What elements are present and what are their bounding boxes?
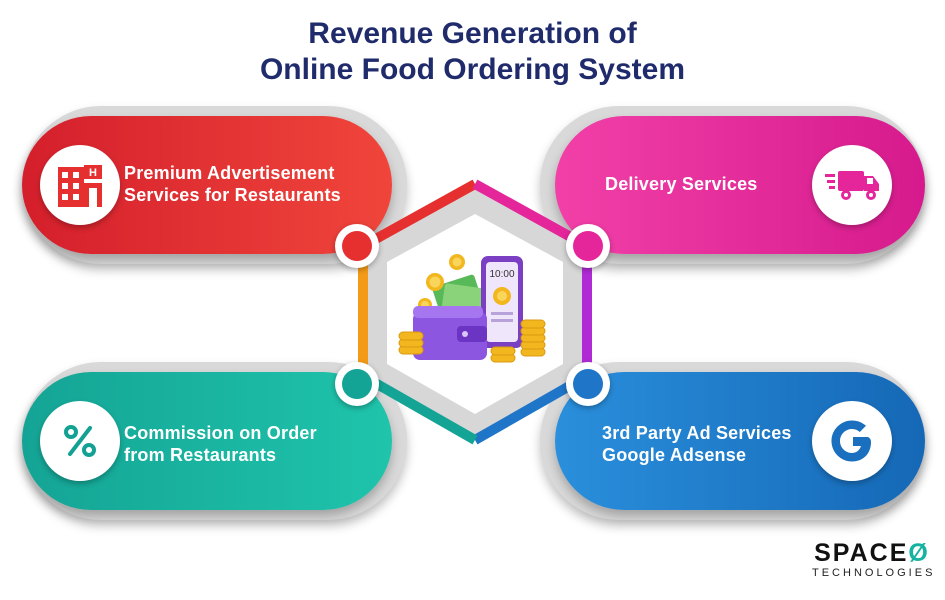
card-label-line-1: Premium Advertisement: [124, 163, 335, 183]
wallet-coins-phone-icon: 10:00: [398, 254, 546, 363]
card-label-line-2: Services for Restaurants: [124, 185, 341, 205]
connector-dot-blue: [566, 362, 610, 406]
hotel-building-icon: H: [40, 145, 120, 225]
card-label-line-1: Commission on Order: [124, 423, 317, 443]
brand-logo: SPACEØ TECHNOLOGIES: [812, 540, 932, 580]
connector-dot-pink: [566, 224, 610, 268]
phone-time: 10:00: [489, 269, 514, 280]
google-icon: [812, 401, 892, 481]
brand-name: SPACEØ: [814, 539, 930, 567]
card-label-line-2: Google Adsense: [602, 445, 747, 465]
delivery-truck-icon: [812, 145, 892, 225]
connector-dot-red: [335, 224, 379, 268]
percent-icon: [40, 401, 120, 481]
card-label-line-1: 3rd Party Ad Services: [602, 423, 792, 443]
title-line-2: Online Food Ordering System: [259, 53, 686, 86]
svg-text:H: H: [89, 167, 97, 179]
title-line-1: Revenue Generation of: [308, 17, 637, 50]
card-label-line-2: from Restaurants: [124, 445, 277, 465]
brand-tagline: TECHNOLOGIES: [812, 567, 936, 579]
connector-dot-teal: [335, 362, 379, 406]
card-label-line-1: Delivery Services: [605, 174, 758, 194]
